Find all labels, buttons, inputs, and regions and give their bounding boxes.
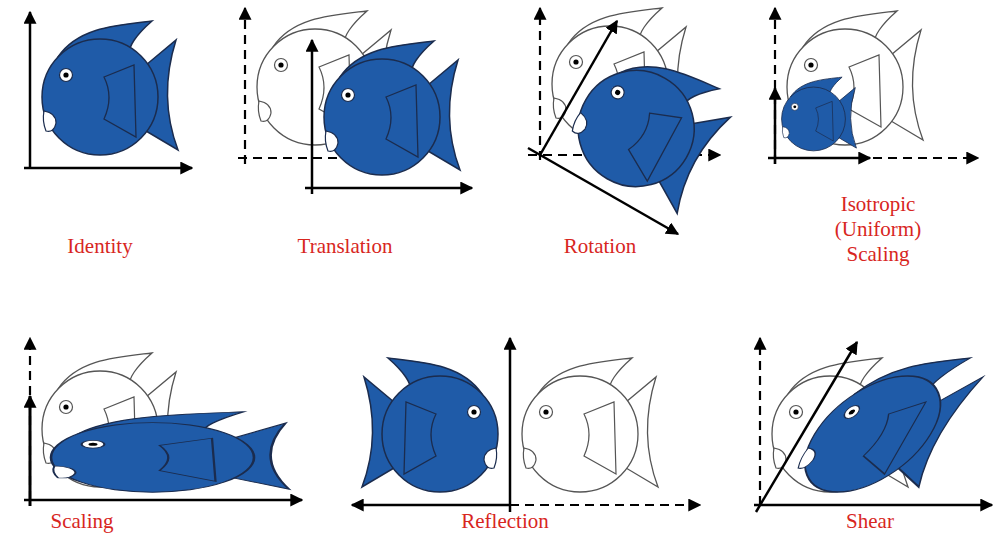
axis (29, 396, 32, 506)
shear-panel (754, 338, 996, 512)
axis (352, 504, 510, 507)
axis (509, 338, 512, 512)
axis (540, 21, 617, 155)
axis (759, 338, 761, 505)
caption-label: Rotation (525, 234, 675, 259)
axis (244, 8, 246, 164)
fish (780, 358, 997, 492)
fish (324, 41, 460, 175)
axis (754, 504, 992, 507)
fish (51, 412, 289, 492)
axis (774, 8, 776, 164)
axis (305, 187, 472, 190)
axis (768, 157, 870, 160)
axis (24, 167, 192, 170)
fish (42, 21, 178, 155)
fish-outline (522, 358, 658, 492)
axis (768, 157, 978, 159)
fish (557, 34, 742, 218)
scaling-panel (24, 338, 302, 506)
axis (29, 12, 32, 168)
caption-label: Shear (795, 509, 945, 534)
axis (24, 499, 302, 502)
axis (311, 40, 314, 194)
caption-label: Scaling (7, 509, 157, 534)
axis (528, 148, 678, 234)
isotropic-scaling-panel (768, 8, 978, 164)
axis (539, 8, 541, 160)
caption-label: Isotropic (Uniform) Scaling (826, 192, 930, 268)
axis (756, 342, 857, 512)
rotation-panel (528, 8, 742, 234)
caption-label: Translation (270, 234, 420, 259)
identity-panel (24, 12, 192, 168)
caption-label: Identity (25, 234, 175, 259)
axis (510, 504, 700, 506)
fish (362, 358, 498, 492)
reflection-panel (352, 338, 700, 512)
caption-label: Reflection (425, 509, 585, 534)
axis (774, 88, 777, 164)
fish (782, 77, 857, 151)
translation-panel (238, 8, 472, 194)
